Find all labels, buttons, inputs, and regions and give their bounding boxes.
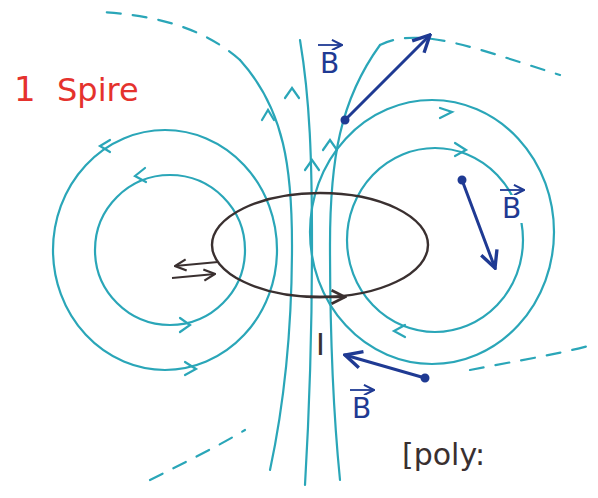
field-lines xyxy=(53,12,592,485)
current-symbol: I xyxy=(314,330,327,360)
note-text: [poly: xyxy=(400,440,487,470)
field-vector-symbol: B xyxy=(500,195,523,223)
figure-number: 1 xyxy=(12,72,38,106)
field-vector-symbol: B xyxy=(318,50,341,78)
b-vectors xyxy=(342,35,495,381)
current-loop xyxy=(172,193,428,297)
figure-title: Spire xyxy=(55,74,141,106)
field-vector-symbol: B xyxy=(350,395,373,423)
vector-overarrows xyxy=(318,45,524,390)
